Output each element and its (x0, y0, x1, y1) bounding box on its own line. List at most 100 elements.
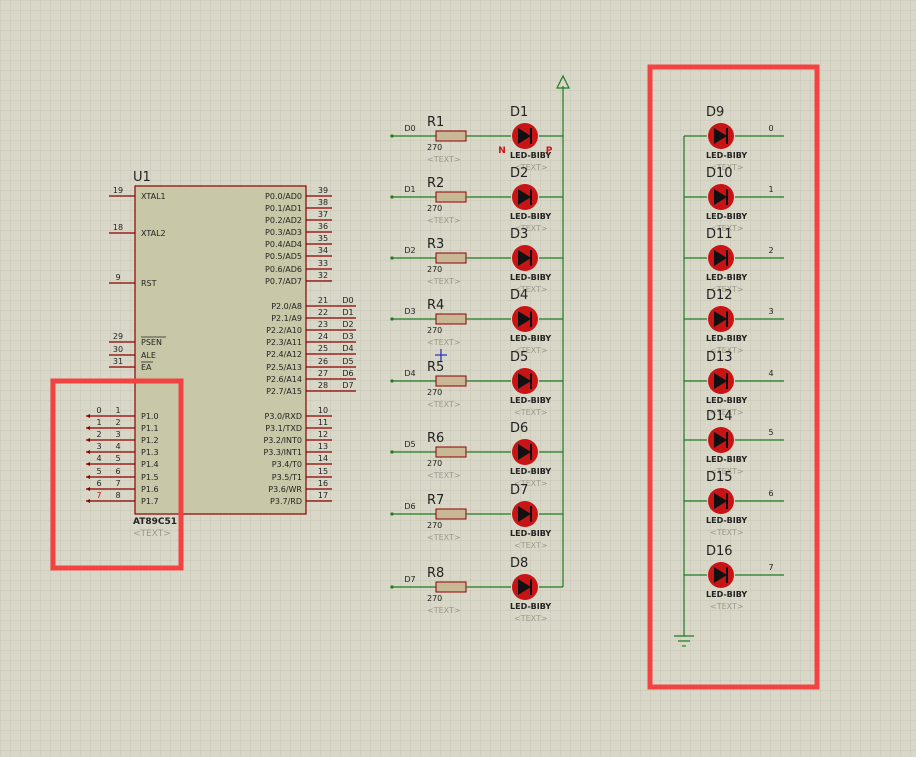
p2-net-label: D0 (342, 296, 353, 305)
p1-net-label: 0 (96, 406, 101, 415)
resistor-text-placeholder: <TEXT> (427, 606, 461, 615)
mcu-pin-name: P3.7/RD (270, 497, 302, 506)
led-part: LED-BIBY (510, 151, 551, 160)
led-triangle (518, 250, 531, 266)
led-text-placeholder: <TEXT> (514, 479, 548, 488)
led-pin-n-label: N (498, 146, 506, 156)
resistor-text-placeholder: <TEXT> (427, 400, 461, 409)
p1-arrow (86, 426, 90, 430)
led-part: LED-BIBY (510, 334, 551, 343)
p1-net-label: 5 (96, 467, 101, 476)
resistor-value: 270 (427, 594, 442, 603)
net-label: D1 (404, 185, 415, 194)
led-ref: D7 (510, 483, 528, 498)
highlight-box-right-leds (647, 64, 820, 690)
mcu-pin-name: PSEN (141, 338, 162, 347)
p1-net-label: 1 (96, 418, 101, 427)
net-end-dot (390, 317, 394, 321)
led-triangle (518, 506, 531, 522)
mcu-pin-name: P2.1/A9 (271, 314, 302, 323)
mcu-pin-number: 11 (318, 418, 328, 427)
led-text-placeholder: <TEXT> (514, 285, 548, 294)
p1-arrow (86, 414, 90, 418)
net-label: D6 (404, 502, 415, 511)
led-text-placeholder: <TEXT> (514, 346, 548, 355)
p2-net-label: D3 (342, 332, 353, 341)
mcu-pin-name: P2.4/A12 (266, 350, 302, 359)
mcu-pin-name: P1.2 (141, 436, 159, 445)
resistor-value: 270 (427, 326, 442, 335)
led-part: LED-BIBY (706, 151, 747, 160)
net-label: 0 (768, 124, 773, 133)
resistor-text-placeholder: <TEXT> (427, 533, 461, 542)
mcu-pin-name: P2.6/A14 (266, 375, 302, 384)
mcu-pin-number: 9 (115, 273, 120, 282)
mcu-pin-number: 25 (318, 344, 328, 353)
led-part: LED-BIBY (510, 529, 551, 538)
net-label: D2 (404, 246, 415, 255)
net-label: D5 (404, 440, 415, 449)
net-label: D7 (404, 575, 415, 584)
mcu-pin-number: 38 (318, 198, 328, 207)
net-end-dot (390, 512, 394, 516)
led-triangle (714, 493, 727, 509)
p2-net-label: D7 (342, 381, 353, 390)
led-ref: D9 (706, 105, 724, 120)
led-text-placeholder: <TEXT> (710, 163, 744, 172)
p1-arrow (86, 487, 90, 491)
schematic-layer: U1AT89C51<TEXT>19XTAL118XTAL29RST29PSEN3… (50, 64, 820, 690)
mcu-pin-name: P1.3 (141, 448, 159, 457)
mcu-pin-number: 3 (115, 430, 120, 439)
led-ref: D10 (706, 166, 733, 181)
mcu-pin-name: P0.1/AD1 (265, 204, 302, 213)
led-text-placeholder: <TEXT> (710, 346, 744, 355)
mcu-pin-number: 24 (318, 332, 328, 341)
led-triangle (714, 567, 727, 583)
net-label: 4 (768, 369, 773, 378)
led-triangle (518, 579, 531, 595)
led-text-placeholder: <TEXT> (710, 224, 744, 233)
led-ref: D16 (706, 544, 733, 559)
led-text-placeholder: <TEXT> (710, 408, 744, 417)
resistor-ref: R2 (427, 176, 444, 191)
mcu-pin-name: ALE (141, 351, 156, 360)
led-ref: D11 (706, 227, 733, 242)
resistor-value: 270 (427, 459, 442, 468)
mcu-pin-number: 39 (318, 186, 328, 195)
led-triangle (518, 311, 531, 327)
p1-arrow (86, 499, 90, 503)
net-label: 1 (768, 185, 773, 194)
led-part: LED-BIBY (706, 212, 747, 221)
mcu-pin-name: P3.0/RXD (265, 412, 302, 421)
led-ref: D14 (706, 409, 733, 424)
mcu-pin-number: 19 (113, 186, 123, 195)
resistor-value: 270 (427, 204, 442, 213)
led-text-placeholder: <TEXT> (514, 408, 548, 417)
p1-net-label: 6 (96, 479, 101, 488)
led-ref: D2 (510, 166, 528, 181)
mcu-pin-name: P0.5/AD5 (265, 252, 302, 261)
mcu-pin-number: 22 (318, 308, 328, 317)
power-terminal-icon (556, 74, 570, 89)
p1-net-label: 7 (96, 491, 101, 500)
led-pin-p-label: P (546, 146, 553, 156)
mcu-pin-number: 21 (318, 296, 328, 305)
mcu-pin-number: 4 (115, 442, 120, 451)
mcu-pin-name: P2.7/A15 (266, 387, 302, 396)
mcu-pin-name: P1.5 (141, 473, 159, 482)
p1-arrow (86, 438, 90, 442)
resistor-ref: R3 (427, 237, 444, 252)
resistor-body (435, 508, 467, 520)
p1-net-label: 4 (96, 454, 101, 463)
led-triangle (518, 444, 531, 460)
led-ref: D4 (510, 288, 528, 303)
led-part: LED-BIBY (706, 273, 747, 282)
mcu-pin-number: 23 (318, 320, 328, 329)
resistor-body (435, 446, 467, 458)
led-ref: D6 (510, 421, 528, 436)
led-ref: D13 (706, 350, 733, 365)
led-text-placeholder: <TEXT> (710, 467, 744, 476)
resistor-value: 270 (427, 521, 442, 530)
highlight-box-p1 (50, 378, 184, 571)
